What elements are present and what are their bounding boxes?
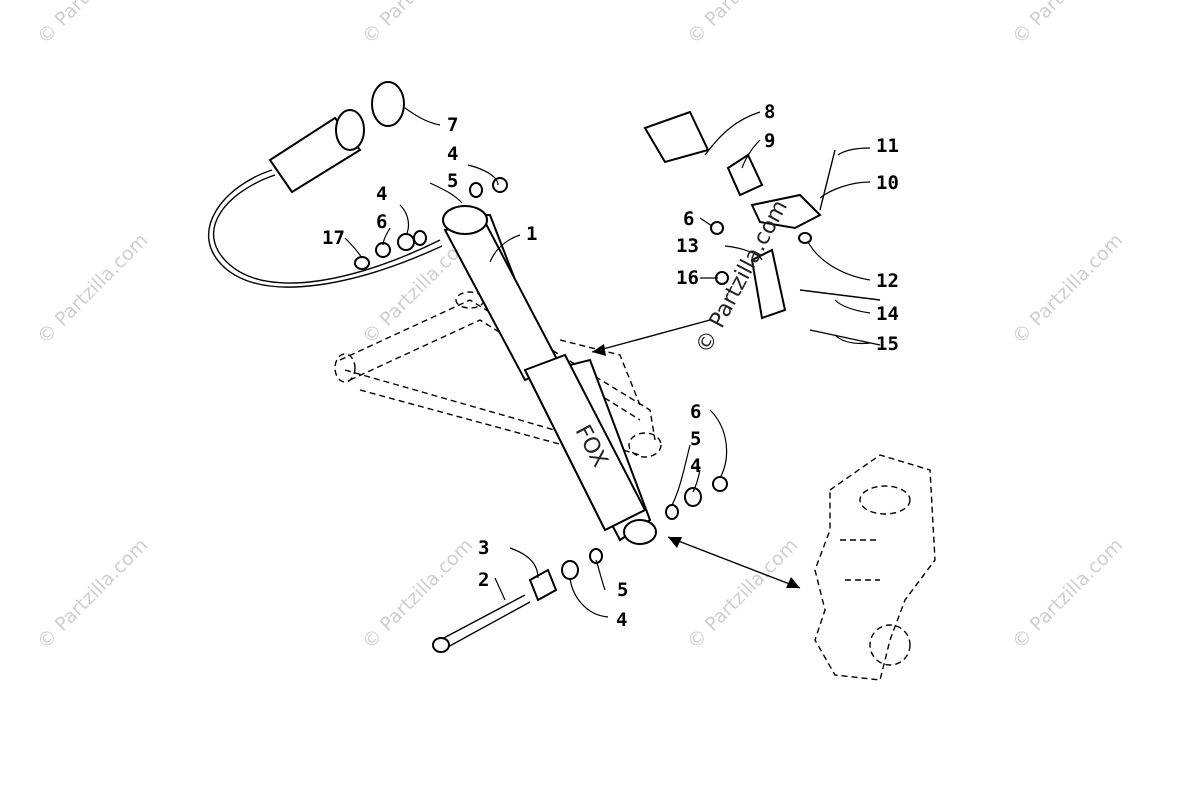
watermark-tile: © Partzilla.com — [33, 534, 152, 653]
callout-6-a: 6 — [690, 401, 701, 423]
callout-11: 11 — [876, 135, 899, 157]
callout-3: 3 — [478, 537, 489, 559]
watermark-tile: © Partzilla.com — [1008, 0, 1127, 49]
callout-5-a: 5 — [447, 170, 458, 192]
callout-1: 1 — [526, 223, 537, 245]
watermark-tile: © Partzilla.com — [683, 534, 802, 653]
callout-4-b: 4 — [447, 143, 458, 165]
callout-4-c: 4 — [690, 455, 701, 477]
callout-8: 8 — [764, 101, 775, 123]
callout-layer: 1 2 3 4 4 4 4 5 5 5 6 6 6 7 8 9 10 11 12… — [322, 101, 899, 631]
watermark-tile: © Partzilla.com — [683, 0, 802, 49]
leader-lines — [344, 107, 871, 618]
callout-4-a: 4 — [376, 183, 387, 205]
callout-12: 12 — [876, 270, 899, 292]
watermark-tile: © Partzilla.com — [33, 0, 152, 49]
callout-16: 16 — [676, 267, 699, 289]
callout-13: 13 — [676, 235, 699, 257]
callout-14: 14 — [876, 303, 899, 325]
spindle — [814, 454, 936, 681]
watermark-layer: © Partzilla.com © Partzilla.com © Partzill… — [33, 0, 1127, 654]
assembly-arrows — [591, 319, 801, 589]
callout-15: 15 — [876, 333, 899, 355]
watermark-tile: © Partzilla.com — [1008, 534, 1127, 653]
reservoir — [207, 81, 443, 288]
hardware — [354, 177, 728, 653]
watermark-tile: © Partzilla.com — [358, 0, 477, 49]
watermark-tile: © Partzilla.com — [358, 534, 477, 653]
shock-absorber: FOX — [442, 205, 657, 545]
callout-9: 9 — [764, 130, 775, 152]
callout-6-b: 6 — [376, 211, 387, 233]
callout-5-c: 5 — [617, 579, 628, 601]
callout-10: 10 — [876, 172, 899, 194]
callout-2: 2 — [478, 569, 489, 591]
callout-6-c: 6 — [683, 208, 694, 230]
watermark-tile: © Partzilla.com — [1008, 229, 1127, 348]
callout-7: 7 — [447, 114, 458, 136]
callout-4-d: 4 — [616, 609, 627, 631]
adjuster-assembly — [643, 110, 881, 346]
callout-17: 17 — [322, 227, 345, 249]
watermark-tile: © Partzilla.com — [33, 229, 152, 348]
callout-5-b: 5 — [690, 428, 701, 450]
